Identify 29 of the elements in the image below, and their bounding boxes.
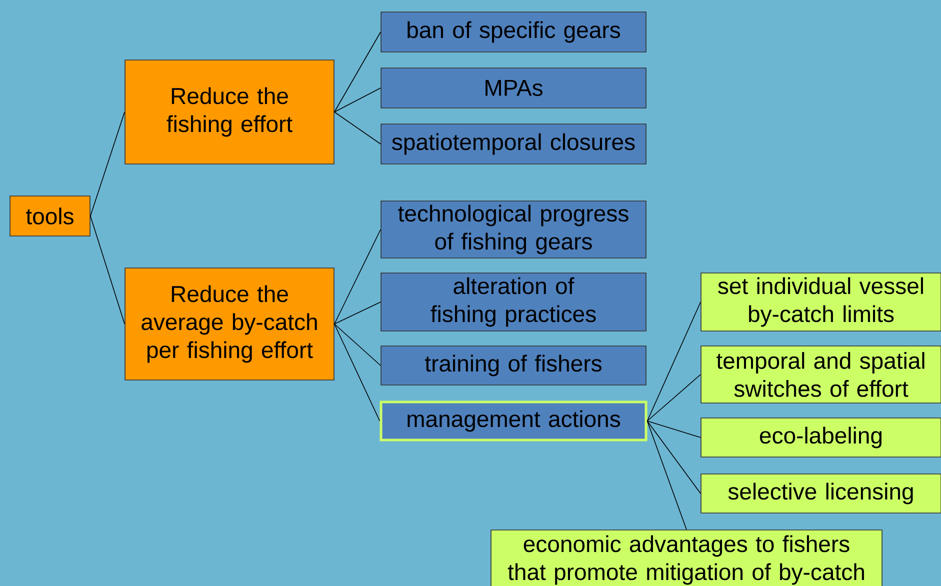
connector-line (334, 112, 381, 144)
tool-box: training of fishers (380, 346, 646, 386)
category-box: Reduce the fishing effort (124, 60, 334, 164)
tool-box: ban of specific gears (380, 12, 646, 52)
action-box: selective licensing (700, 474, 941, 514)
connector-line (646, 420, 687, 530)
tool-box: technological progress of fishing gears (380, 200, 646, 258)
connector-line (646, 420, 701, 494)
tool-box: alteration of fishing practices (380, 272, 646, 332)
connector-line (90, 216, 125, 324)
tool-box: MPAs (380, 68, 646, 108)
connector-line (646, 374, 701, 422)
action-box: economic advantages to fishers that promote mitigation of by-catch (490, 530, 882, 586)
connector-line (334, 324, 381, 366)
action-box: eco-labeling (700, 418, 941, 458)
connector-line (334, 88, 381, 112)
category-box: Reduce the average by-catch per fishing effort (124, 268, 334, 380)
connector-line (334, 302, 381, 324)
connector-line (646, 302, 701, 422)
tool-box: spatiotemporal closures (380, 124, 646, 164)
connector-line (334, 32, 381, 112)
action-box: set individual vessel by-catch limits (700, 272, 941, 332)
connector-line (334, 229, 381, 324)
tools-box: tools (10, 196, 90, 236)
action-box: temporal and spatial switches of effort (700, 346, 941, 404)
connector-line (334, 324, 380, 422)
connector-line (90, 112, 125, 216)
connector-line (646, 420, 701, 438)
tool-box: management actions (380, 400, 648, 442)
